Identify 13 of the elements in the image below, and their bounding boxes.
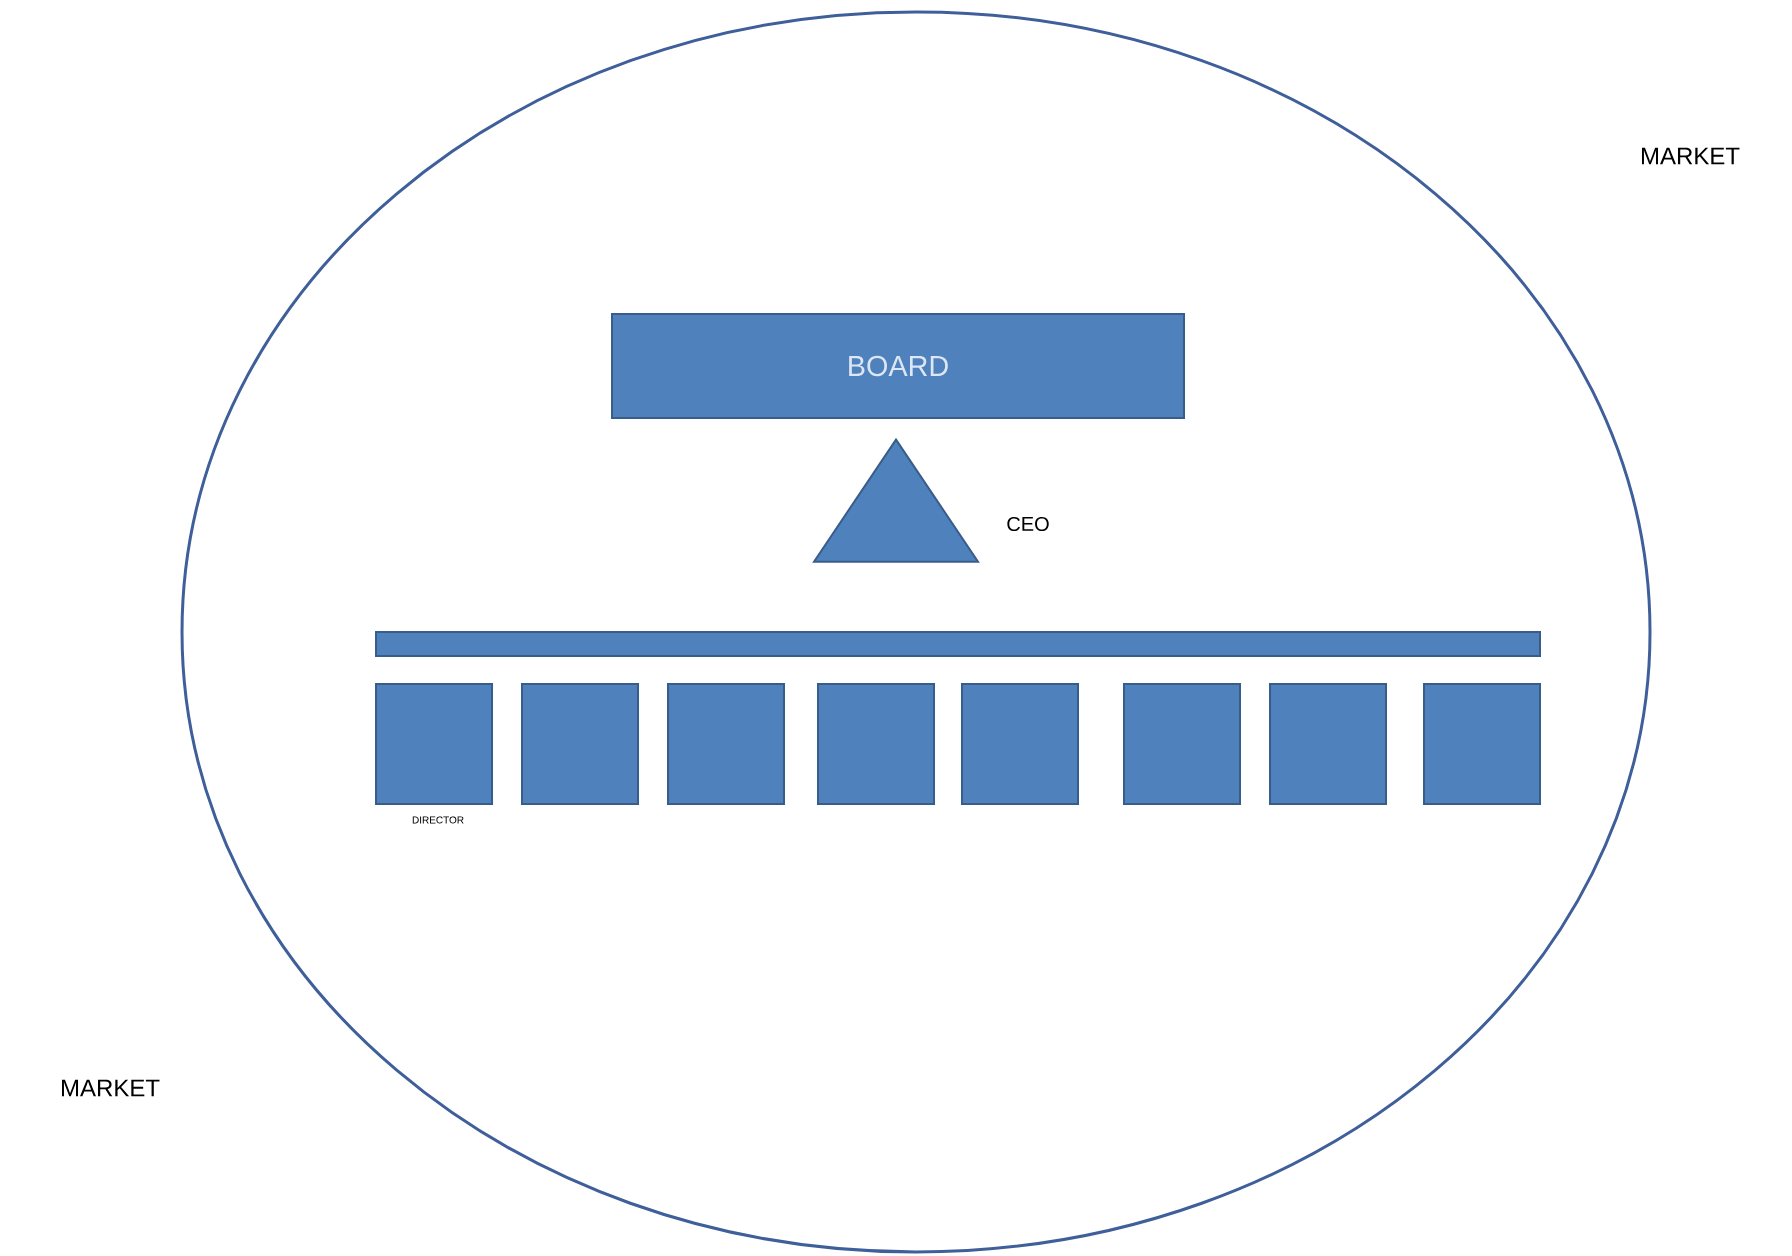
director-box [1423, 682, 1541, 805]
director-box [1269, 682, 1387, 805]
director-box [1123, 682, 1241, 805]
node-caption: CEO [1007, 516, 1049, 532]
region-label: MARKET [62, 1079, 160, 1097]
director-box [817, 682, 935, 805]
director-box [521, 682, 639, 805]
director-box [667, 682, 785, 805]
board-box: BOARD [611, 312, 1185, 419]
director-box [961, 682, 1079, 805]
director-bar [375, 630, 1541, 657]
region-label: MARKET [1642, 147, 1740, 165]
director-box [375, 682, 493, 805]
